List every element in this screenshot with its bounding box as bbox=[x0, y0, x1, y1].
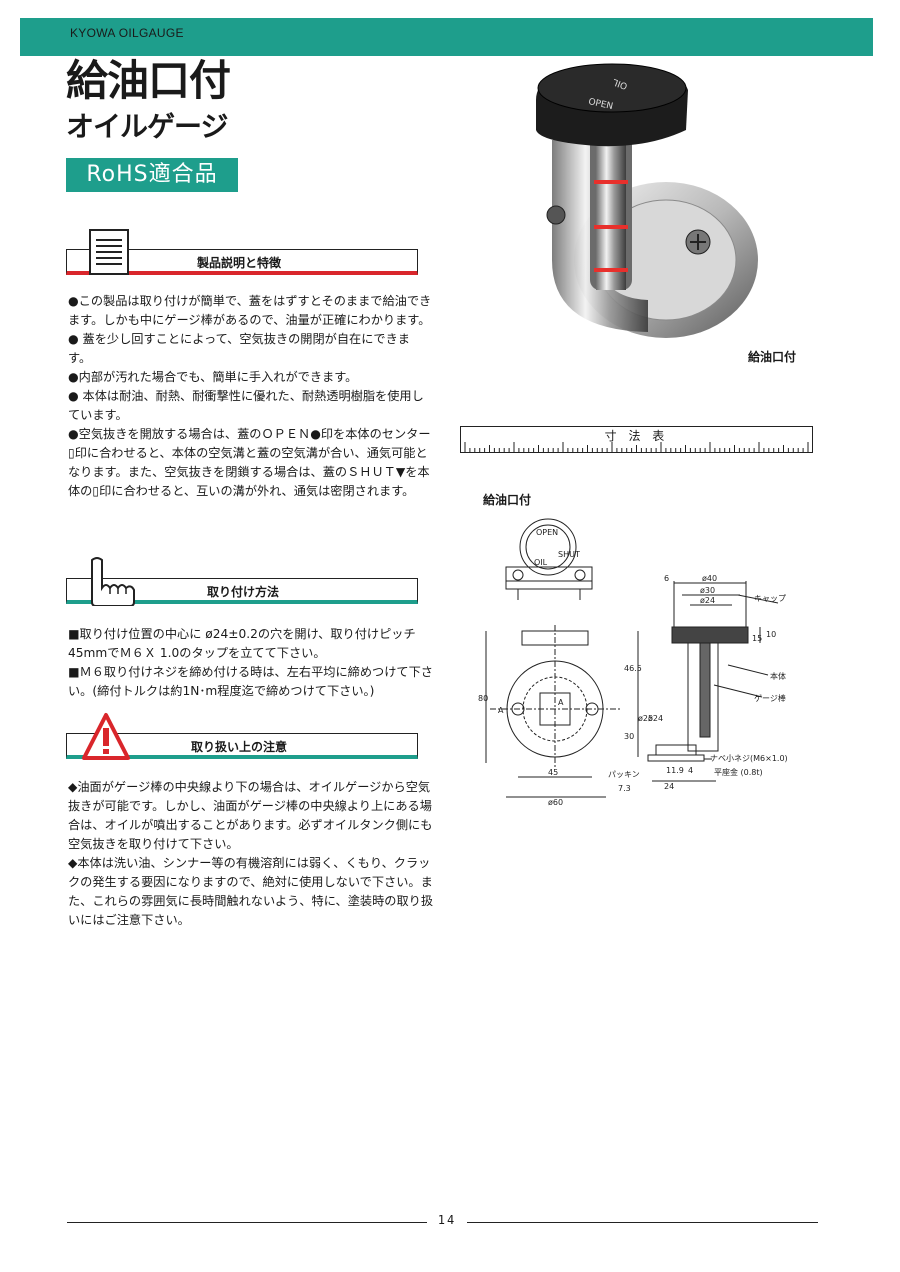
dim-gauge-label: ゲージ棒 bbox=[754, 693, 786, 703]
feature-item: ●空気抜きを開放する場合は、蓋のＯＰＥＮ●印を本体のセンター▯印に合わせると、本… bbox=[68, 427, 431, 498]
ruler-scale bbox=[464, 442, 809, 452]
dim-packing-label: パッキン bbox=[608, 770, 640, 779]
rohs-badge: RoHS適合品 bbox=[66, 158, 238, 192]
features-text: ●この製品は取り付けが簡単で、蓋をはずすとそのままで給油できます。しかも中にゲー… bbox=[68, 292, 433, 501]
dim-body-label: 本体 bbox=[770, 671, 786, 681]
section-heading-installation: 取り付け方法 bbox=[66, 578, 418, 604]
section-heading-features: 製品説明と特徴 bbox=[66, 249, 418, 275]
dim-d6: 6 bbox=[664, 574, 669, 583]
dim-top-shut: SHUT bbox=[558, 550, 580, 559]
dim-w119: 11.9 bbox=[666, 766, 684, 775]
pointing-hand-icon bbox=[91, 557, 135, 606]
dim-h30: 30 bbox=[624, 732, 634, 741]
page-number: 14 bbox=[427, 1213, 467, 1231]
caution-item: ◆本体は洗い油、シンナー等の有機溶剤には弱く、くもり、クラックの発生する要因にな… bbox=[68, 856, 434, 927]
page-subtitle: オイルゲージ bbox=[66, 110, 228, 143]
section-heading-label: 取り扱い上の注意 bbox=[191, 740, 288, 754]
dim-h80: 80 bbox=[478, 694, 488, 703]
dim-w45: 45 bbox=[548, 768, 558, 777]
dim-top-open: OPEN bbox=[536, 528, 558, 537]
dimension-table-header: 寸 法 表 bbox=[460, 426, 813, 453]
dim-h10: 10 bbox=[766, 630, 776, 639]
photo-cap-oil: OIL bbox=[612, 76, 629, 90]
dim-d30: ø30 bbox=[700, 586, 715, 595]
dim-a-left: A bbox=[498, 706, 504, 715]
dim-cap-label: キャップ bbox=[754, 594, 786, 603]
installation-text: ■取り付け位置の中心に ø24±0.2の穴を開け、取り付けピッチ 45mmでＭ６… bbox=[68, 625, 433, 701]
brand-name: KYOWA OILGAUGE bbox=[70, 26, 184, 40]
section-heading-label: 取り付け方法 bbox=[207, 585, 280, 599]
dim-d25: ø25 bbox=[638, 714, 653, 723]
dim-d40: ø40 bbox=[702, 574, 717, 583]
dim-d24: ø24 bbox=[648, 714, 663, 723]
feature-item: ● 本体は耐油、耐熱、耐衝撃性に優れた、耐熱透明樹脂を使用しています。 bbox=[68, 389, 424, 422]
document-icon bbox=[89, 229, 129, 275]
dim-d60: ø60 bbox=[548, 798, 563, 807]
product-photo: OPEN OIL bbox=[536, 63, 758, 338]
photo-caption: 給油口付 bbox=[748, 350, 797, 364]
dim-h465: 46.5 bbox=[624, 664, 642, 673]
drawing-caption: 給油口付 bbox=[483, 493, 532, 507]
section-heading-label: 製品説明と特徴 bbox=[197, 256, 282, 270]
installation-item: ■取り付け位置の中心に ø24±0.2の穴を開け、取り付けピッチ 45mmでＭ６… bbox=[68, 627, 416, 660]
feature-item: ●この製品は取り付けが簡単で、蓋をはずすとそのままで給油できます。しかも中にゲー… bbox=[68, 294, 432, 327]
warning-icon bbox=[82, 713, 130, 760]
header-bar: KYOWA OILGAUGE bbox=[20, 18, 873, 56]
dim-w73: 7.3 bbox=[618, 784, 631, 793]
dim-w4: 4 bbox=[688, 766, 693, 775]
installation-item: ■Ｍ６取り付けネジを締め付ける時は、左右平均に締めつけて下さい。(締付トルクは約… bbox=[68, 665, 433, 698]
dimension-table-title: 寸 法 表 bbox=[604, 429, 669, 443]
dim-d24-top: ø24 bbox=[700, 596, 715, 605]
dim-top-oil: OIL bbox=[534, 558, 548, 567]
caution-item: ◆油面がゲージ棒の中央線より下の場合は、オイルゲージから空気抜きが可能です。しか… bbox=[68, 780, 433, 851]
section-heading-caution: 取り扱い上の注意 bbox=[66, 733, 418, 759]
dim-screw-label: ナベ小ネジ(M6×1.0) bbox=[710, 754, 788, 763]
dim-w24: 24 bbox=[664, 782, 674, 791]
dim-a-center: A bbox=[558, 698, 564, 707]
feature-item: ●内部が汚れた場合でも、簡単に手入れができます。 bbox=[68, 370, 358, 384]
dim-washer-label: 平座金 (0.8t) bbox=[714, 767, 763, 777]
technical-drawing: OPEN SHUT OIL 80 A A 45 ø60 6 ø40 ø30 ø2… bbox=[478, 518, 788, 807]
page-title: 給油口付 bbox=[66, 56, 231, 105]
feature-item: ● 蓋を少し回すことによって、空気抜きの開閉が自在にできます。 bbox=[68, 332, 410, 365]
caution-text: ◆油面がゲージ棒の中央線より下の場合は、オイルゲージから空気抜きが可能です。しか… bbox=[68, 778, 433, 930]
dim-h15: 15 bbox=[752, 634, 762, 643]
